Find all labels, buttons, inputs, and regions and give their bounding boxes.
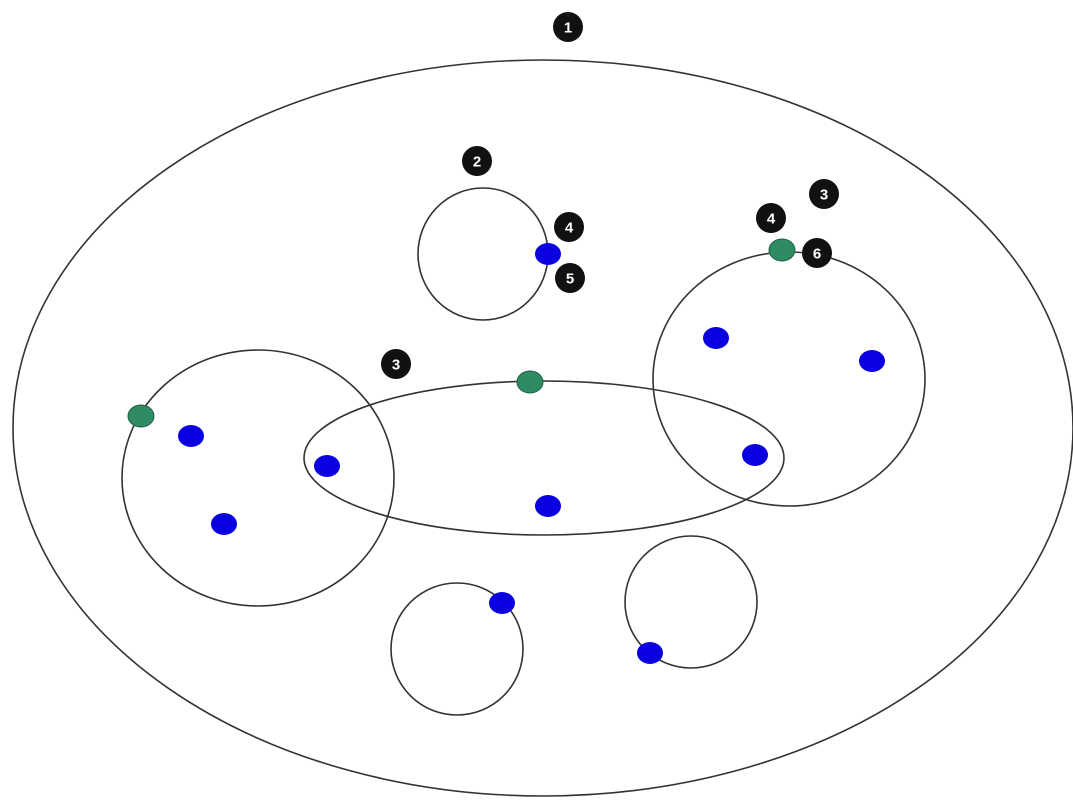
circle-right [652,251,926,507]
badge-1-label: 1 [564,20,572,37]
badge-5-label: 5 [566,271,574,288]
badge-1: 1 [553,12,583,42]
green-dot-center-ellipse-top [516,370,544,394]
blue-dot-bottom-left-circle [489,592,515,614]
badge-4-top-circle: 4 [554,212,584,242]
blue-dot-bottom-right-circle [637,642,663,664]
badge-3-center-label: 3 [392,357,400,374]
circle-left [121,349,395,607]
blue-dot-right-1 [703,327,729,349]
circle-top [417,187,549,321]
badge-4-right-circle-label: 4 [767,211,776,228]
badge-3-right: 3 [809,179,839,209]
blue-dot-left-overlap [314,455,340,477]
badge-2-label: 2 [473,154,481,171]
badge-3-center: 3 [381,349,411,379]
ellipse-center [303,380,785,536]
badge-5: 5 [555,263,585,293]
circle-bottom-left [390,582,524,716]
badge-6-label: 6 [813,246,821,263]
outer-ellipse [12,59,1073,797]
green-dot-left-circle [127,404,155,428]
badge-4-top-circle-label: 4 [565,220,574,237]
circle-bottom-right [624,535,758,669]
badge-2: 2 [462,146,492,176]
blue-dot-left-1 [178,425,204,447]
blue-dot-left-2 [211,513,237,535]
blue-dot-right-overlap [742,444,768,466]
blue-dot-right-2 [859,350,885,372]
badge-4-right-circle: 4 [756,203,786,233]
badge-3-right-label: 3 [820,187,828,204]
badge-6: 6 [802,238,832,268]
blue-dot-center [535,495,561,517]
green-dot-right-circle-top [768,238,796,262]
blue-dot-top-circle [535,243,561,265]
